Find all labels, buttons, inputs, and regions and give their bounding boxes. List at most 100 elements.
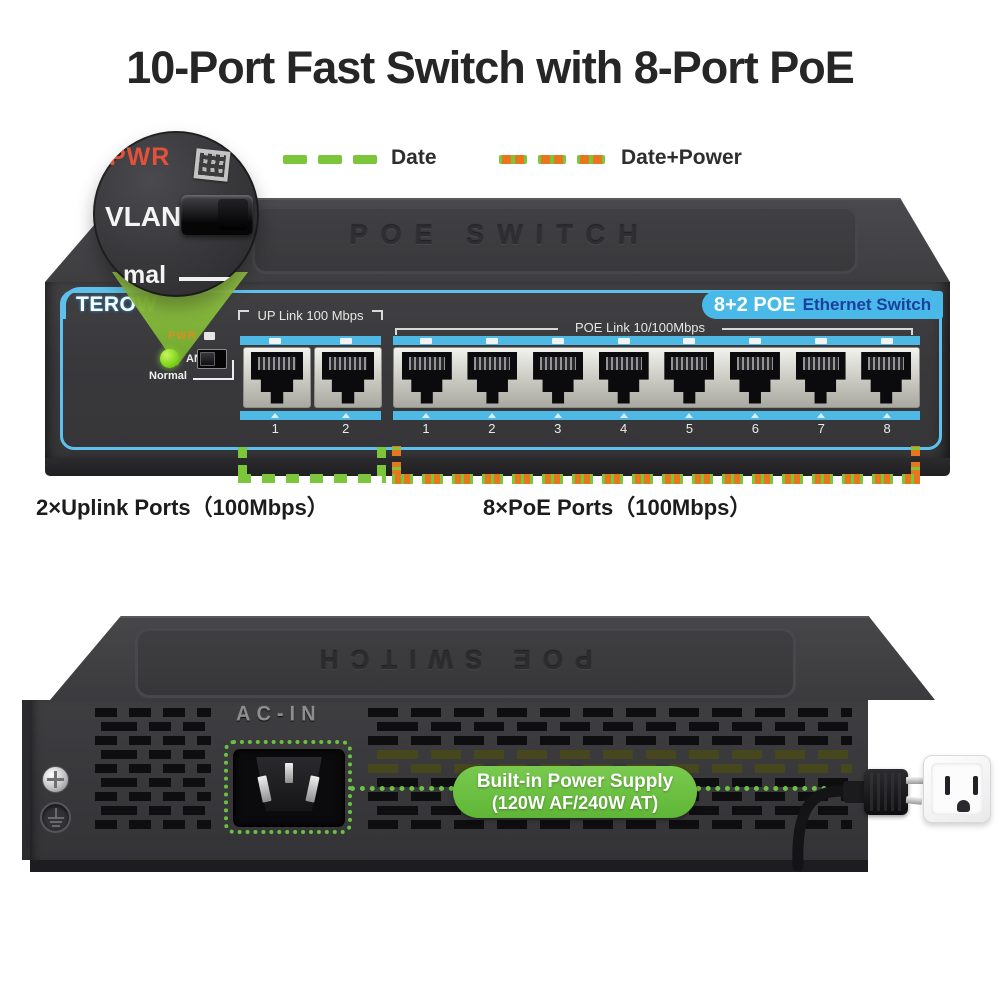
vlan-mode-toggle: [197, 349, 227, 369]
vent-row: [95, 820, 211, 829]
pwr-label: PWR: [168, 330, 197, 342]
brand-corner-decoration: [62, 287, 170, 319]
port-number: 7: [817, 421, 825, 436]
switch-rear-bottom-edge: [30, 860, 868, 872]
outlet-slot: [973, 776, 978, 795]
port-sticker: [419, 337, 432, 344]
magnifier-inset: PWR VLAN mal: [93, 131, 259, 297]
poe-port-strip: [393, 347, 920, 408]
rj45-jack: [401, 351, 452, 404]
port-sticker: [749, 337, 762, 344]
port-arrow-icon: [751, 413, 760, 418]
badge-sub-text: Ethernet Switch: [802, 295, 932, 314]
vent-row: [95, 764, 211, 773]
poe-bracket-tick-bottom: [911, 446, 920, 476]
vent-row: [95, 708, 211, 717]
uplink-bracket: [238, 474, 386, 483]
port-arrow-icon: [883, 413, 892, 418]
vent-row: [95, 792, 211, 801]
uplink-port-numbers: 1 2: [240, 421, 381, 436]
rj45-jack: [467, 351, 518, 404]
port-number: 3: [554, 421, 562, 436]
poe-top-bar: [393, 336, 920, 345]
port-arrow-icon: [619, 413, 628, 418]
wall-outlet: [923, 755, 991, 823]
power-supply-badge-line1: Built-in Power Supply: [476, 770, 674, 792]
poe-bottom-bar: [393, 411, 920, 420]
poe-section-label: POE Link 10/100Mbps: [574, 320, 706, 335]
port-number: 6: [751, 421, 759, 436]
rj45-jack: [861, 351, 912, 404]
power-supply-badge: Built-in Power Supply (120W AF/240W AT): [453, 766, 697, 818]
port-sticker: [881, 337, 894, 344]
vent-row: [368, 722, 852, 731]
uplink-bracket-tick: [238, 446, 247, 476]
brand-text: TERO: [76, 293, 137, 316]
vent-row: [95, 750, 211, 759]
uplink-port-1: [243, 347, 311, 408]
magnified-mode-toggle: [181, 195, 253, 235]
outlet-face: [931, 763, 983, 815]
rj45-jack: [251, 351, 303, 404]
magnified-vlan-label: VLAN: [105, 201, 182, 232]
magnified-pwr-label: PWR: [109, 143, 171, 171]
switch-front-bottom-edge: [45, 458, 950, 476]
uplink-bottom-bar: [240, 411, 381, 420]
switch-rear-left-edge: [22, 700, 30, 860]
plug-prong: [906, 777, 928, 784]
switch-front-panel-outline: [60, 290, 942, 450]
port-arrow-icon: [685, 413, 694, 418]
port-number: 5: [685, 421, 694, 436]
port-arrow-icon: [817, 413, 826, 418]
plug-prong: [905, 796, 923, 805]
vent-row: [368, 708, 852, 717]
legend-data-swatch: [283, 155, 377, 164]
power-plug: [864, 769, 908, 815]
ground-symbol-icon: [40, 802, 71, 833]
vent-row: [95, 778, 211, 787]
poe-bracket-tick-bottom: [392, 446, 401, 476]
switch-front-top-plate: [252, 206, 858, 274]
poe-bracket-line: [722, 328, 913, 330]
vent-row: [95, 722, 211, 731]
port-number: 1: [271, 421, 279, 436]
port-arrow-icon: [553, 413, 562, 418]
vent-row: [368, 820, 852, 829]
poe-bracket-bottom: [392, 474, 920, 484]
case-screw: [42, 766, 69, 793]
port-arrow-icon: [341, 413, 350, 418]
power-cable: [792, 785, 858, 872]
magnified-normal-label-partial: mal: [123, 261, 167, 289]
legend-data-label: Date: [391, 146, 437, 169]
legend-data-power-label: Date+Power: [621, 146, 742, 169]
outlet-slot: [945, 776, 950, 795]
uplink-top-bar: [240, 336, 381, 345]
port-sticker: [683, 337, 696, 344]
port-sticker: [617, 337, 630, 344]
bracket-corner: [238, 310, 249, 320]
green-orange-dash-icon: [538, 155, 566, 164]
power-callout-dotted-line: [696, 786, 846, 791]
inlet-highlight-box: [224, 740, 352, 834]
poe-port-numbers: 1 2 3 4 5 6 7 8: [393, 421, 920, 436]
green-dash-icon: [318, 155, 342, 164]
poe-caption: 8×PoE Ports（100Mbps）: [483, 495, 752, 520]
green-orange-dash-icon: [577, 155, 605, 164]
rj45-jack: [533, 351, 584, 404]
switch-front-top-embossed-label: POE SWITCH: [348, 220, 652, 250]
uplink-bracket-tick: [377, 446, 386, 476]
uplink-section-label: UP Link 100 Mbps: [257, 308, 364, 323]
badge-bold-text: 8+2 POE: [713, 293, 796, 316]
port-sticker: [551, 337, 564, 344]
rj45-jack: [664, 351, 715, 404]
port-sticker: [269, 337, 282, 344]
green-dash-icon: [283, 155, 307, 164]
normal-label: Normal: [149, 370, 187, 382]
rj45-jack: [729, 351, 780, 404]
ac-in-label: AC-IN: [236, 702, 322, 726]
vent-row: [95, 806, 211, 815]
port-number: 1: [422, 421, 430, 436]
uplink-caption: 2×Uplink Ports（100Mbps）: [36, 495, 329, 520]
port-number: 8: [883, 421, 891, 436]
port-number: 2: [342, 421, 350, 436]
